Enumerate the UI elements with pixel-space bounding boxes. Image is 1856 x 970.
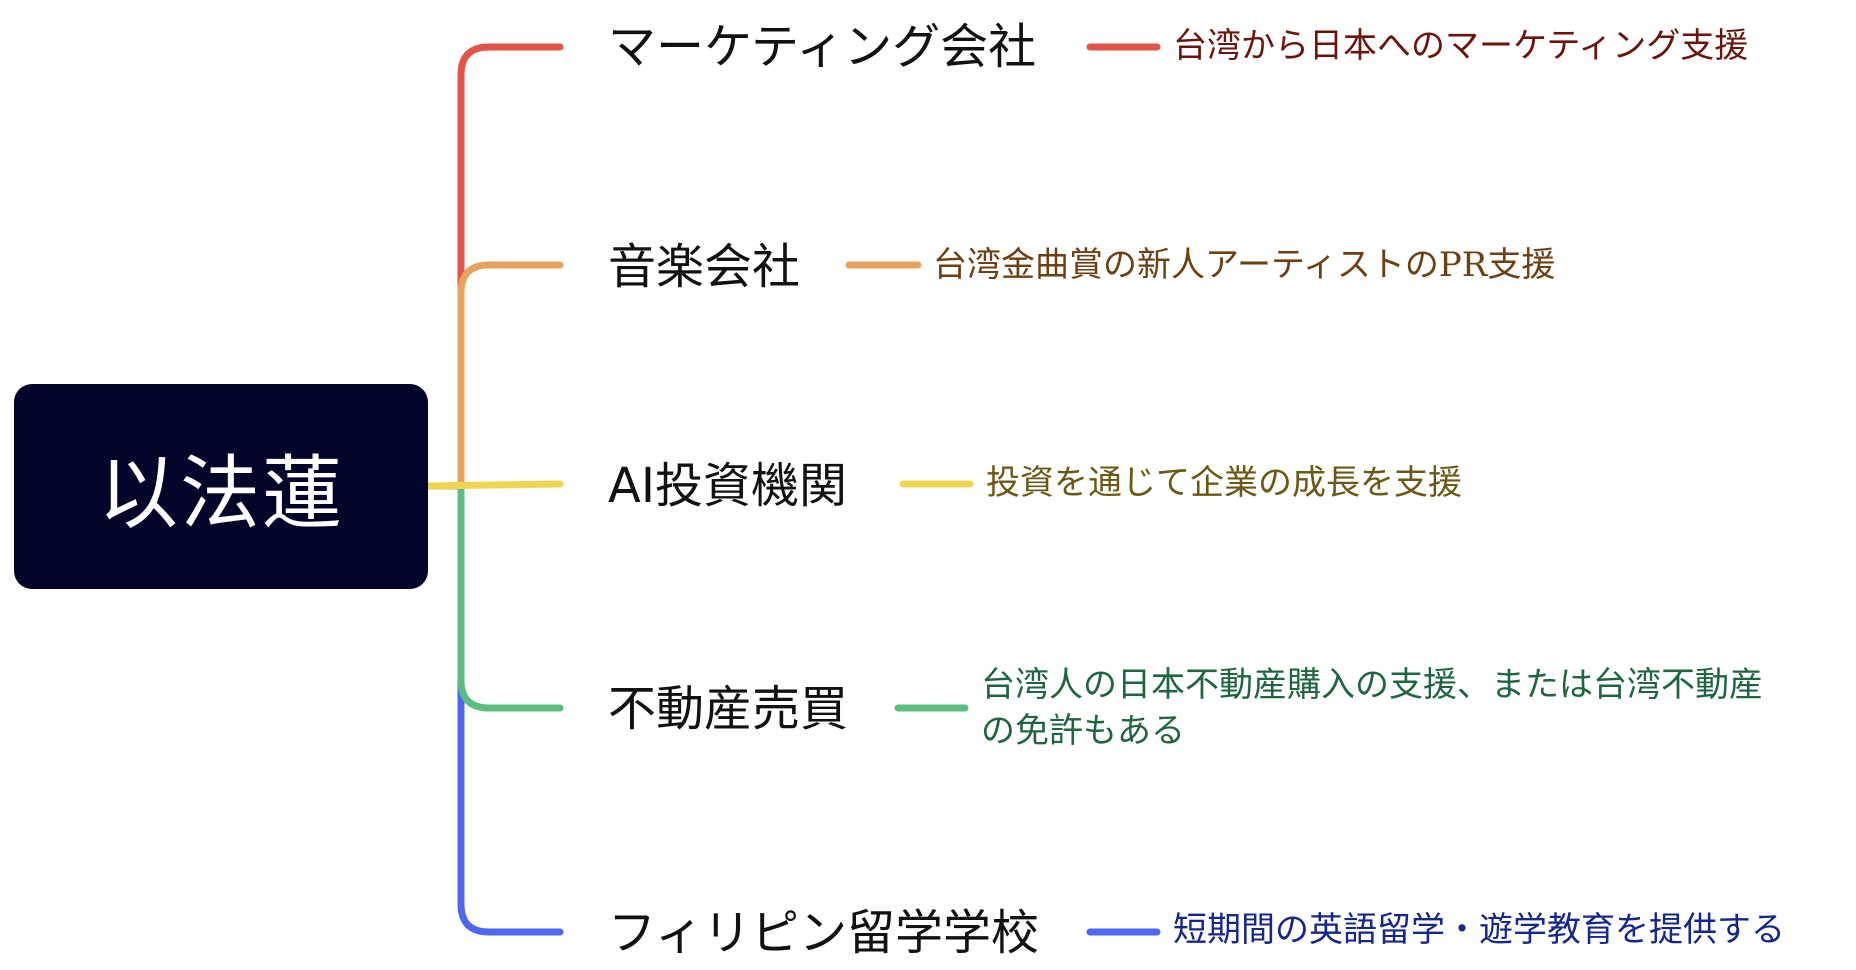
root-node[interactable]: 以法蓮 [14, 384, 428, 589]
edge-philippines [424, 482, 564, 936]
edge-realestate [424, 482, 564, 712]
branch-desc-music: 台湾金曲賞の新人アーティストのPR支援 [933, 245, 1556, 285]
branch-title-realestate[interactable]: 不動産売買 [608, 681, 849, 737]
branch-title-marketing[interactable]: マーケティング会社 [608, 19, 1037, 75]
edge-music [424, 261, 564, 490]
branch-title-music[interactable]: 音楽会社 [608, 239, 801, 295]
branch-title-ai[interactable]: AI投資機関 [608, 458, 847, 514]
branch-desc-philippines: 短期間の英語留学・遊学教育を提供する [1173, 910, 1785, 950]
branch-desc-realestate: 台湾人の日本不動産購入の支援、または台湾不動産の免許もある [981, 665, 1763, 751]
edge-marketing [424, 43, 564, 490]
branch-desc-marketing: 台湾から日本へのマーケティング支援 [1173, 26, 1749, 66]
branch-title-philippines[interactable]: フィリピン留学学校 [608, 905, 1040, 961]
edge-ai [424, 480, 564, 490]
branch-desc-ai: 投資を通じて企業の成長を支援 [986, 463, 1462, 503]
root-label: 以法蓮 [98, 446, 344, 540]
